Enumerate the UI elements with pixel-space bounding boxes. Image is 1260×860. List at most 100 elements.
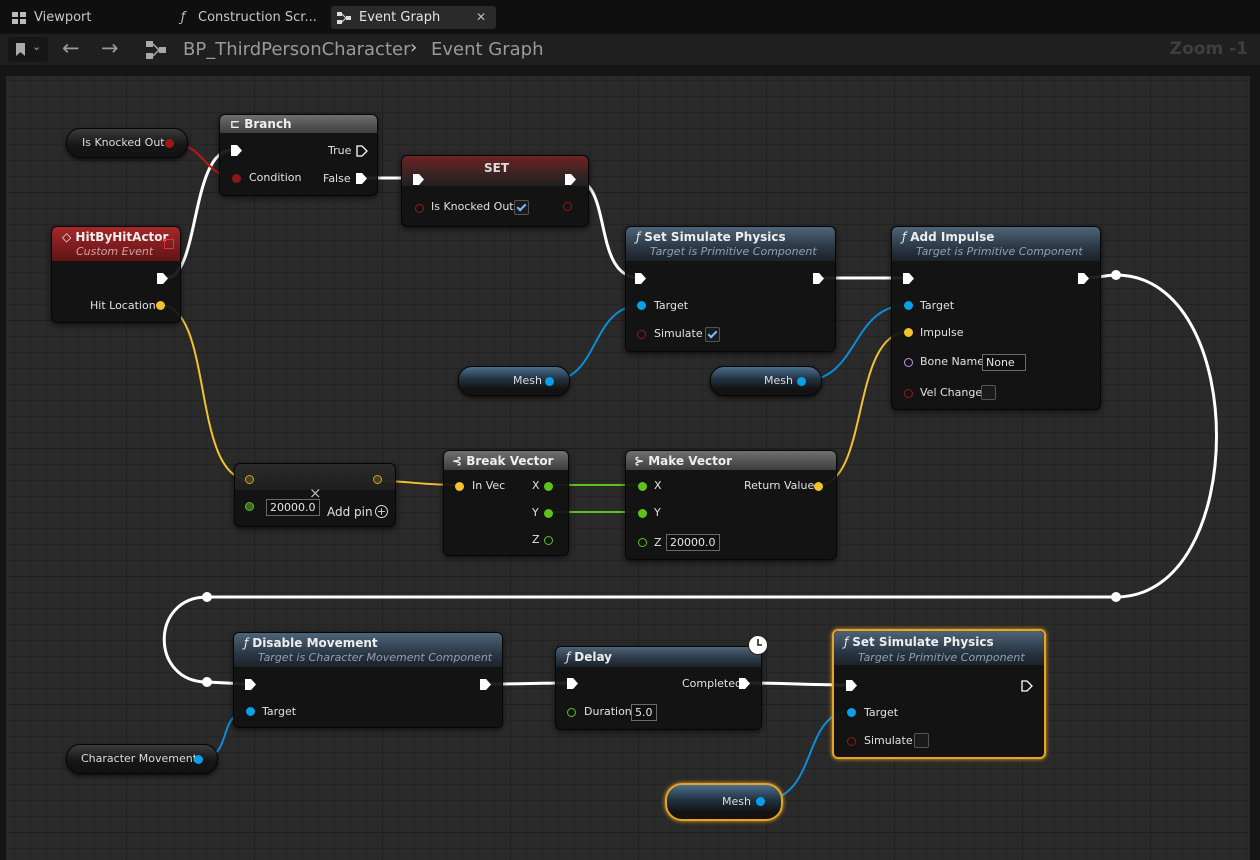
float-pin[interactable] <box>638 482 647 491</box>
bool-pin[interactable] <box>847 737 856 746</box>
back-arrow-icon[interactable]: ← <box>62 36 80 60</box>
bool-pin[interactable] <box>415 204 424 213</box>
exec-out-pin[interactable] <box>813 273 824 284</box>
exec-out-pin[interactable] <box>480 679 491 690</box>
simulate-checkbox[interactable] <box>705 327 720 342</box>
bone-name-field[interactable]: None <box>982 354 1026 371</box>
float-pin[interactable] <box>544 509 553 518</box>
bookmark-dropdown[interactable]: ⌄ <box>8 37 48 62</box>
simulate-checkbox[interactable] <box>914 733 929 748</box>
vel-change-checkbox[interactable] <box>981 385 996 400</box>
forward-arrow-icon[interactable]: → <box>101 36 119 60</box>
tab-construction-script[interactable]: ƒ Construction Scr... <box>170 6 326 29</box>
exec-in-pin[interactable] <box>635 273 646 284</box>
variable-label: Mesh <box>722 795 751 808</box>
exec-in-pin[interactable] <box>567 678 578 689</box>
object-pin[interactable] <box>194 755 203 764</box>
node-title: ⊏ Branch <box>230 117 292 131</box>
branch-node[interactable]: ⊏ Branch True Condition False <box>219 114 378 196</box>
set-node[interactable]: SET Is Knocked Out <box>401 155 589 227</box>
exec-out-pin[interactable] <box>356 145 368 160</box>
float-pin[interactable] <box>544 536 553 545</box>
close-icon[interactable]: ✕ <box>475 10 486 24</box>
exec-in-pin[interactable] <box>413 174 424 185</box>
object-pin[interactable] <box>246 707 255 716</box>
add-pin-button[interactable]: Add pin <box>327 505 373 519</box>
character-movement-getter[interactable]: Character Movement <box>66 744 218 774</box>
function-icon: ƒ <box>902 230 907 244</box>
tab-viewport[interactable]: Viewport <box>6 6 162 29</box>
duration-field[interactable]: 5.0 <box>631 704 657 721</box>
delegate-pin[interactable] <box>164 239 174 249</box>
object-pin[interactable] <box>756 797 765 806</box>
multiply-icon: × <box>309 484 322 502</box>
add-icon[interactable]: + <box>375 505 388 518</box>
object-pin[interactable] <box>637 301 646 310</box>
mesh-getter[interactable]: Mesh <box>458 366 570 396</box>
bool-out-pin[interactable] <box>563 202 572 211</box>
pin-label-condition: Condition <box>249 171 302 184</box>
make-vector-node[interactable]: ⊱ Make Vector X Return Value Y Z 20000.0 <box>625 450 837 560</box>
breadcrumb-blueprint[interactable]: BP_ThirdPersonCharacter <box>183 39 411 60</box>
bool-pin[interactable] <box>904 389 913 398</box>
node-header <box>626 227 835 261</box>
exec-out-pin[interactable] <box>1021 680 1033 695</box>
float-pin[interactable] <box>638 509 647 518</box>
name-pin[interactable] <box>904 358 913 367</box>
tab-event-graph[interactable]: Event Graph ✕ <box>331 6 496 29</box>
is-knocked-out-checkbox[interactable] <box>514 200 529 215</box>
hitbyhitactor-event-node[interactable]: ◇ HitByHitActor Custom Event Hit Locatio… <box>51 226 181 323</box>
z-value-field[interactable]: 20000.0 <box>666 534 720 551</box>
float-in-pin[interactable] <box>245 502 254 511</box>
node-subtitle: Custom Event <box>76 245 154 258</box>
branch-icon: ⊏ <box>230 117 245 131</box>
bool-pin[interactable] <box>637 330 646 339</box>
object-pin[interactable] <box>545 377 554 386</box>
exec-out-pin[interactable] <box>157 273 168 284</box>
exec-in-pin[interactable] <box>846 680 857 691</box>
exec-in-pin[interactable] <box>231 145 242 156</box>
pin-label-target: Target <box>864 706 899 719</box>
vector-pin[interactable] <box>455 482 464 491</box>
breadcrumb-graph[interactable]: Event Graph <box>431 39 544 60</box>
vector-out-pin[interactable] <box>373 475 382 484</box>
graph-icon <box>337 11 351 24</box>
mesh-getter-selected[interactable]: Mesh <box>665 783 783 821</box>
float-pin[interactable] <box>638 538 647 547</box>
vector-pin[interactable] <box>156 301 165 310</box>
vector-pin[interactable] <box>814 482 823 491</box>
exec-in-pin[interactable] <box>245 679 256 690</box>
make-icon: ⊱ <box>634 454 649 468</box>
exec-in-pin[interactable] <box>903 273 914 284</box>
vector-pin[interactable] <box>904 328 913 337</box>
zoom-level: Zoom -1 <box>1169 39 1248 59</box>
variable-label: Character Movement <box>81 752 198 765</box>
mesh-getter[interactable]: Mesh <box>710 366 822 396</box>
vector-in-pin[interactable] <box>245 475 254 484</box>
exec-out-pin[interactable] <box>565 174 576 185</box>
pin-label-x: X <box>654 479 662 492</box>
multiply-node[interactable]: × 20000.0 Add pin + <box>234 463 396 527</box>
node-header <box>235 464 395 490</box>
object-pin[interactable] <box>797 377 806 386</box>
object-pin[interactable] <box>904 301 913 310</box>
exec-out-pin[interactable] <box>739 678 750 689</box>
object-pin[interactable] <box>847 708 856 717</box>
float-pin[interactable] <box>544 482 553 491</box>
bool-pin[interactable] <box>165 139 174 148</box>
blueprint-graph-icon <box>145 40 167 64</box>
exec-out-pin[interactable] <box>1078 273 1089 284</box>
multiply-value-field[interactable]: 20000.0 <box>266 499 320 516</box>
break-vector-node[interactable]: ⊰ Break Vector In Vec X Y Z <box>443 450 569 556</box>
clock-icon <box>748 635 768 655</box>
bool-pin[interactable] <box>232 174 241 183</box>
is-knocked-out-getter[interactable]: Is Knocked Out <box>66 128 188 158</box>
float-pin[interactable] <box>567 708 576 717</box>
exec-out-pin[interactable] <box>356 173 367 184</box>
